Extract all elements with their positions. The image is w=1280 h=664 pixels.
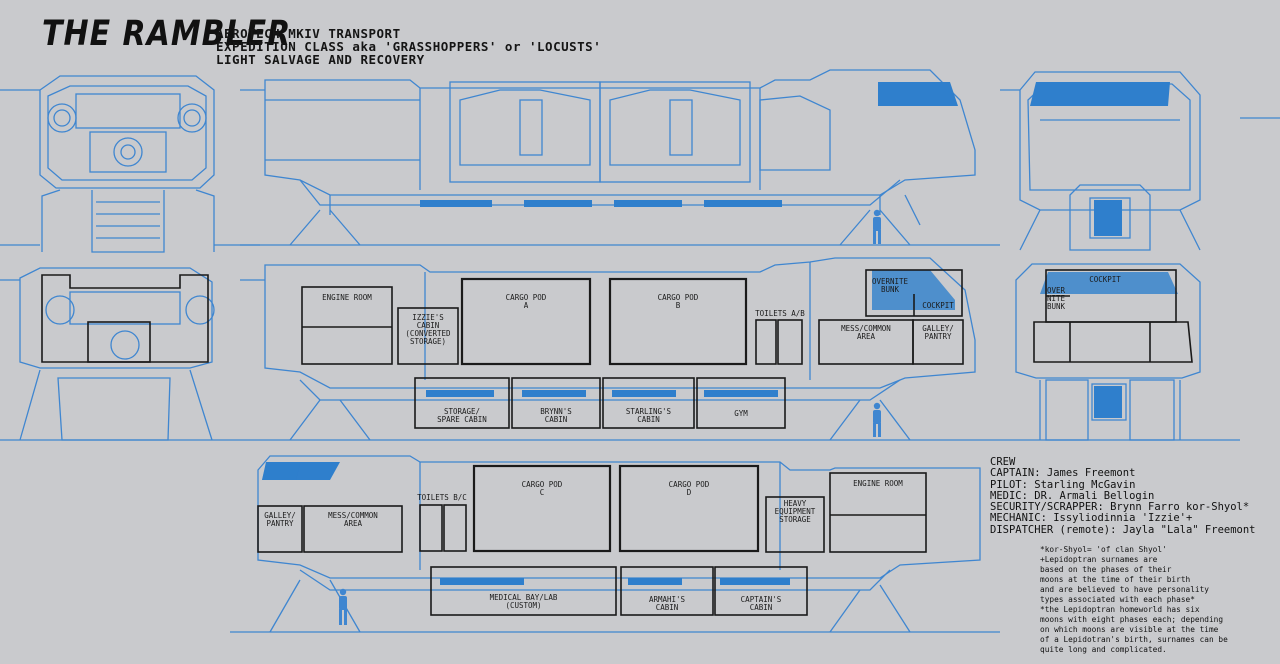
room-gym	[696, 377, 786, 429]
side-view-middle	[240, 257, 1000, 441]
side-view-bottom	[230, 455, 1000, 633]
label-armahi-cabin: ARMAHI'S CABIN	[648, 595, 686, 612]
label-cockpit-front: COCKPIT	[1089, 275, 1121, 284]
label-overnite-bunk: OVERNITE BUNK	[871, 277, 909, 294]
room-heavy-storage	[765, 496, 825, 553]
crew-mechanic: MECHANIC: Issyliodinnia 'Izzie'+	[990, 512, 1193, 525]
room-toilet-c-lower	[443, 504, 467, 552]
footnote-line: on which moons are visible at the time	[1040, 625, 1219, 634]
footnote-line: types associated with each phase*	[1040, 595, 1195, 604]
room-captain-cabin	[714, 566, 808, 616]
footnote-line: moons at the time of their birth	[1040, 575, 1191, 584]
rear-section-middle	[1000, 263, 1240, 441]
label-overnite-bunk-front: OVER NITE BUNK	[1046, 286, 1066, 311]
room-engine-upper	[301, 286, 393, 365]
label-cargo-pod-a: CARGO POD A	[505, 293, 547, 310]
room-armahi-cabin	[620, 566, 714, 616]
crew-dispatcher: DISPATCHER (remote): Jayla "Lala" Freemo…	[990, 523, 1256, 536]
room-galley-lower	[257, 505, 303, 553]
crew-security: SECURITY/SCRAPPER: Brynn Farro kor-Shyol…	[990, 501, 1250, 514]
side-view-top	[240, 69, 1000, 246]
label-toilets-ab: TOILETS A/B	[755, 309, 805, 318]
page-title: THE RAMBLER	[42, 14, 292, 55]
footnote-line: and are believed to have personality	[1040, 585, 1209, 594]
crew-heading: CREW	[990, 456, 1016, 468]
room-brynn-cabin	[511, 377, 601, 429]
label-cargo-pod-c: CARGO POD C	[521, 480, 563, 497]
subtitle-line-1: AEROTECH MKIV TRANSPORT	[216, 26, 401, 41]
label-cockpit-side: COCKPIT	[922, 301, 954, 310]
room-medical-bay	[430, 566, 617, 616]
room-izzie-cabin	[397, 307, 459, 365]
room-storage-spare	[414, 377, 510, 429]
label-cargo-pod-d: CARGO POD D	[668, 480, 710, 497]
footnote-line: *kor-Shyol= 'of clan Shyol'	[1040, 545, 1167, 554]
accent-panels	[262, 82, 1178, 585]
room-outlines	[41, 269, 1193, 616]
label-medical-bay: MEDICAL BAY/LAB (CUSTOM)	[489, 593, 558, 610]
room-cargo-c	[472, 464, 612, 553]
label-mess-common-upper: MESS/COMMON AREA	[841, 324, 891, 341]
scale-figures	[339, 209, 881, 625]
room-cargo-b	[608, 277, 748, 366]
front-section-middle	[0, 267, 250, 441]
label-galley-pantry-lower: GALLEY/ PANTRY	[264, 511, 296, 528]
footnote-line: *the Lepidoptran homeworld has six	[1040, 605, 1200, 614]
room-cargo-a	[460, 277, 592, 366]
label-gym: GYM	[734, 409, 748, 418]
subtitle-line-3: LIGHT SALVAGE AND RECOVERY	[216, 52, 425, 67]
footnote-line: +Lepidoptran surnames are	[1040, 555, 1158, 564]
label-captain-cabin: CAPTAIN'S CABIN	[740, 595, 782, 612]
room-toilet-a	[755, 319, 777, 365]
room-galley-upper	[912, 319, 964, 365]
crew-captain: CAPTAIN: James Freemont	[990, 467, 1136, 480]
label-starling-cabin: STARLING'S CABIN	[625, 407, 672, 424]
room-starling-cabin	[602, 377, 695, 429]
room-toilet-b	[777, 319, 803, 365]
label-storage-spare: STORAGE/ SPARE CABIN	[437, 407, 487, 424]
room-mess-lower	[303, 505, 403, 553]
footnote-line: of a Lepidotran's birth, surnames can be	[1040, 635, 1228, 644]
footnote-line: based on the phases of their	[1040, 565, 1172, 574]
label-mess-common-lower: MESS/COMMON AREA	[328, 511, 378, 528]
label-toilets-bc: TOILETS B/C	[417, 493, 467, 502]
label-brynn-cabin: BRYNN'S CABIN	[540, 407, 572, 424]
label-engine-room-lower: ENGINE ROOM	[853, 479, 903, 488]
footnote-line: quite long and complicated.	[1040, 645, 1167, 654]
front-view-top	[0, 75, 260, 253]
room-toilet-b-lower	[419, 504, 443, 552]
crew-pilot: PILOT: Starling McGavin	[990, 478, 1136, 491]
label-izzie-cabin: IZZIE'S CABIN (CONVERTED STORAGE)	[405, 313, 451, 346]
crew-roster: CREW CAPTAIN: James Freemont PILOT: Star…	[990, 456, 1256, 536]
subtitle-line-2: EXPEDITION CLASS aka 'GRASSHOPPERS' or '…	[216, 39, 602, 54]
footnotes: *kor-Shyol= 'of clan Shyol' +Lepidoptran…	[1040, 545, 1228, 655]
crew-medic: MEDIC: DR. Armali Bellogin	[990, 489, 1155, 502]
label-heavy-storage: HEAVY EQUIPMENT STORAGE	[774, 499, 816, 524]
room-engine-lower	[829, 472, 927, 553]
footnote-line: moons with eight phases each; depending	[1040, 615, 1224, 624]
room-cargo-d	[618, 464, 760, 553]
label-galley-pantry-upper: GALLEY/ PANTRY	[922, 324, 954, 341]
label-cargo-pod-b: CARGO POD B	[657, 293, 699, 310]
label-engine-room-upper: ENGINE ROOM	[322, 293, 372, 302]
